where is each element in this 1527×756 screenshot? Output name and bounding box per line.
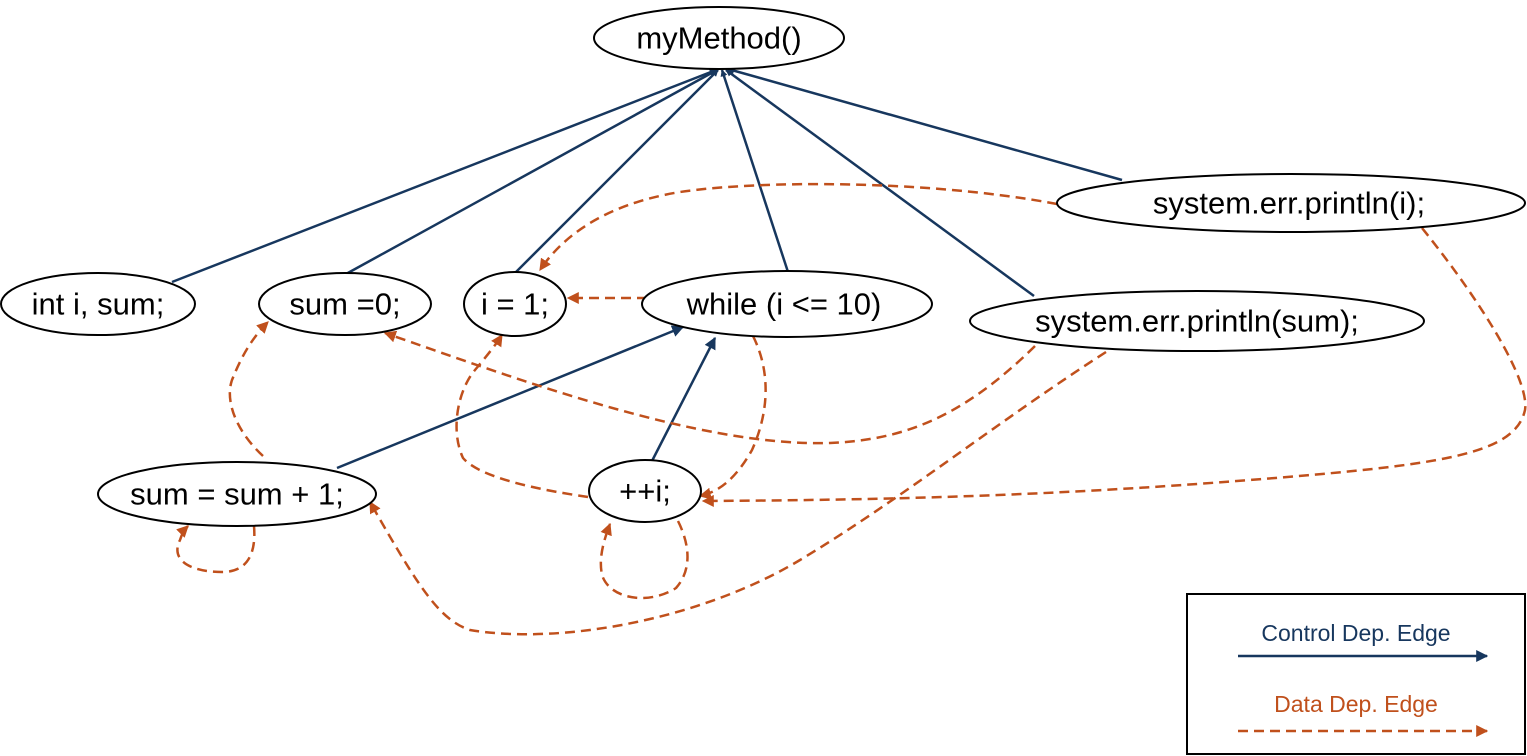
node-i1-label: i = 1;	[481, 287, 549, 322]
node-printi: system.err.println(i);	[1056, 173, 1526, 233]
node-decl-shape	[0, 272, 196, 336]
control-edges	[171, 67, 1123, 470]
node-sum0: sum =0;	[258, 272, 432, 336]
node-while-label: while (i <= 10)	[686, 287, 882, 322]
control-edge-sumupd	[336, 325, 685, 470]
legend-box	[1186, 593, 1526, 755]
node-printi-label: system.err.println(i);	[1153, 186, 1425, 221]
node-printsum-shape	[969, 290, 1425, 352]
control-edge-sum0	[345, 68, 718, 276]
node-while: while (i <= 10)	[641, 270, 933, 338]
node-decl: int i, sum;	[0, 272, 196, 336]
data-edge-sumupd-self	[176, 525, 256, 574]
data-edge-printi-to-inc	[701, 227, 1527, 507]
node-sumupd: sum = sum + 1;	[97, 461, 377, 527]
control-edge-i1	[515, 69, 719, 273]
data-edge-inc-to-i1	[455, 333, 589, 499]
node-printi-shape	[1056, 173, 1526, 233]
legend-data-label: Data Dep. Edge	[1274, 691, 1438, 717]
node-decl-label: int i, sum;	[32, 287, 165, 322]
data-edge-printsum-to-sumupd	[368, 350, 1107, 636]
data-edges	[176, 182, 1527, 636]
node-i1-shape	[463, 271, 567, 337]
node-while-shape	[641, 270, 933, 338]
node-i1: i = 1;	[463, 271, 567, 337]
control-edge-while	[720, 69, 790, 273]
node-mymethod-label: myMethod()	[636, 21, 801, 56]
data-edge-printsum-to-sum0	[383, 330, 1036, 445]
control-edge-printi	[727, 67, 1123, 182]
data-edge-sumupd-to-sum0	[228, 321, 269, 457]
node-inc-shape	[588, 459, 702, 523]
data-edge-while-to-inc	[698, 335, 767, 500]
control-edge-decl	[171, 68, 717, 284]
node-sumupd-shape	[97, 461, 377, 527]
node-inc: ++i;	[588, 459, 702, 523]
node-printsum-label: system.err.println(sum);	[1035, 304, 1359, 339]
control-edge-inc	[650, 336, 717, 462]
node-inc-label: ++i;	[619, 474, 671, 509]
node-printsum: system.err.println(sum);	[969, 290, 1425, 352]
data-edge-inc-self	[599, 520, 689, 600]
node-sumupd-label: sum = sum + 1;	[130, 477, 344, 512]
node-sum0-label: sum =0;	[289, 287, 400, 322]
legend-control-label: Control Dep. Edge	[1261, 620, 1450, 646]
node-mymethod-shape	[593, 6, 845, 70]
control-edge-printsum	[725, 68, 1035, 298]
node-mymethod: myMethod()	[593, 6, 845, 70]
node-sum0-shape	[258, 272, 432, 336]
legend: Control Dep. Edge Data Dep. Edge	[1186, 593, 1526, 755]
